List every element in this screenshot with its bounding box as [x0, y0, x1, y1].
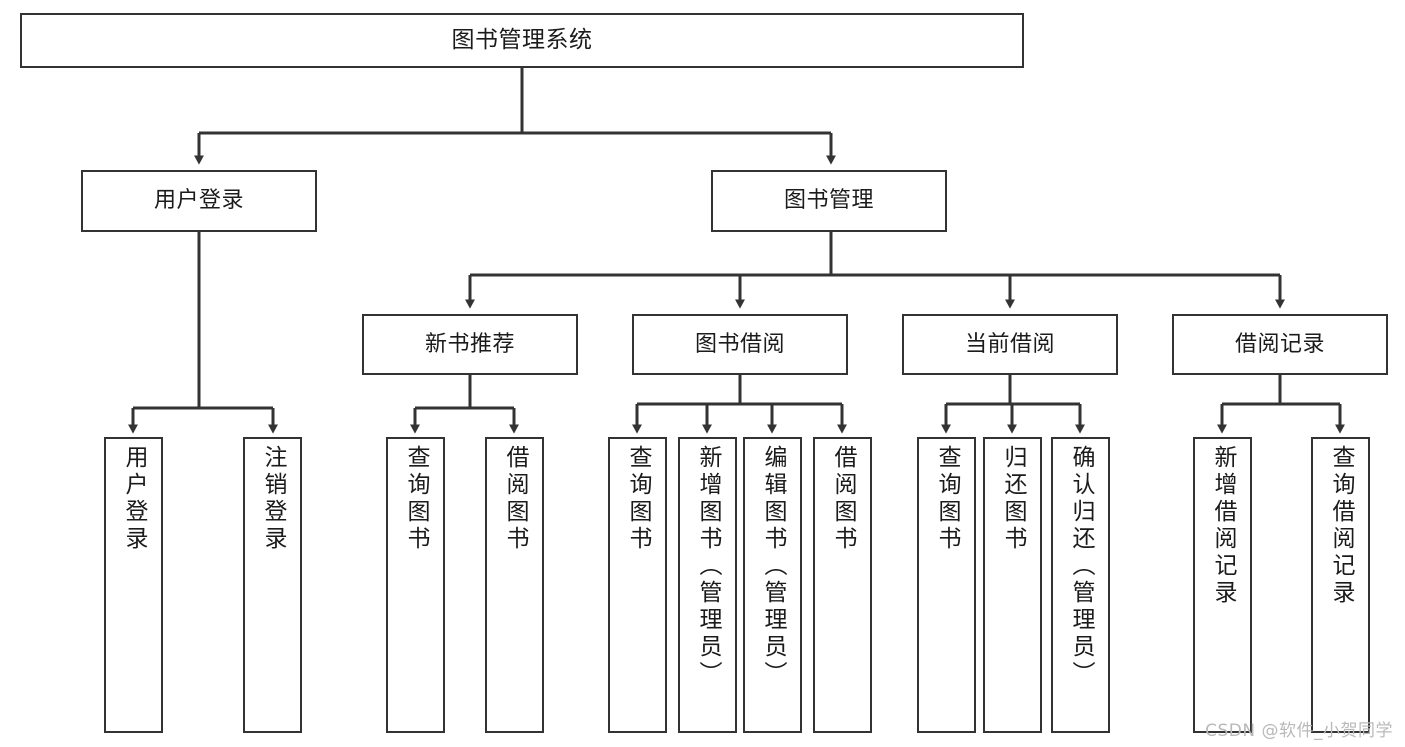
node-label: 当前借阅 [964, 331, 1055, 357]
node-label: 编辑图书（管理员） [760, 445, 786, 688]
node-label: 注销登录 [260, 445, 286, 553]
node-label: 用户登录 [153, 188, 244, 214]
node-user-login[interactable]: 用户登录 [81, 170, 317, 232]
leaf-book-borrow-query-book[interactable]: 查询图书 [608, 437, 667, 733]
leaf-new-book-query-book[interactable]: 查询图书 [386, 437, 445, 733]
node-label: 图书借阅 [694, 331, 785, 357]
leaf-user-login-login[interactable]: 用户登录 [104, 437, 163, 733]
leaf-borrow-record-add-record[interactable]: 新增借阅记录 [1193, 437, 1252, 733]
node-label: 查询图书 [934, 445, 960, 553]
watermark: CSDN @软件_小贺同学 [1205, 721, 1393, 741]
leaf-book-borrow-add-book-admin[interactable]: 新增图书（管理员） [678, 437, 737, 733]
node-label: 图书管理系统 [451, 26, 593, 53]
node-label: 查询借阅记录 [1328, 445, 1354, 607]
node-borrow-record[interactable]: 借阅记录 [1172, 314, 1388, 375]
node-label: 借阅图书 [830, 445, 856, 553]
leaf-current-borrow-confirm-return-admin[interactable]: 确认归还（管理员） [1051, 437, 1110, 733]
node-label: 用户登录 [121, 445, 147, 553]
node-new-book-recommend[interactable]: 新书推荐 [362, 314, 578, 375]
leaf-new-book-borrow-book[interactable]: 借阅图书 [485, 437, 544, 733]
node-label: 图书管理 [783, 188, 874, 214]
node-book-management[interactable]: 图书管理 [711, 170, 947, 232]
node-label: 新增借阅记录 [1210, 445, 1236, 607]
leaf-user-login-logout[interactable]: 注销登录 [243, 437, 302, 733]
node-current-borrow[interactable]: 当前借阅 [902, 314, 1118, 375]
node-label: 查询图书 [403, 445, 429, 553]
node-root-book-management-system[interactable]: 图书管理系统 [20, 13, 1024, 68]
node-label: 确认归还（管理员） [1068, 445, 1094, 688]
node-label: 新书推荐 [424, 331, 515, 357]
leaf-borrow-record-query-record[interactable]: 查询借阅记录 [1311, 437, 1370, 733]
node-label: 借阅记录 [1234, 331, 1325, 357]
leaf-current-borrow-return-book[interactable]: 归还图书 [983, 437, 1042, 733]
leaf-book-borrow-borrow-book[interactable]: 借阅图书 [813, 437, 872, 733]
leaf-book-borrow-edit-book-admin[interactable]: 编辑图书（管理员） [743, 437, 802, 733]
leaf-current-borrow-query-book[interactable]: 查询图书 [917, 437, 976, 733]
node-label: 新增图书（管理员） [695, 445, 721, 688]
node-label: 归还图书 [1000, 445, 1026, 553]
node-label: 借阅图书 [502, 445, 528, 553]
node-label: 查询图书 [625, 445, 651, 553]
node-book-borrow[interactable]: 图书借阅 [632, 314, 848, 375]
